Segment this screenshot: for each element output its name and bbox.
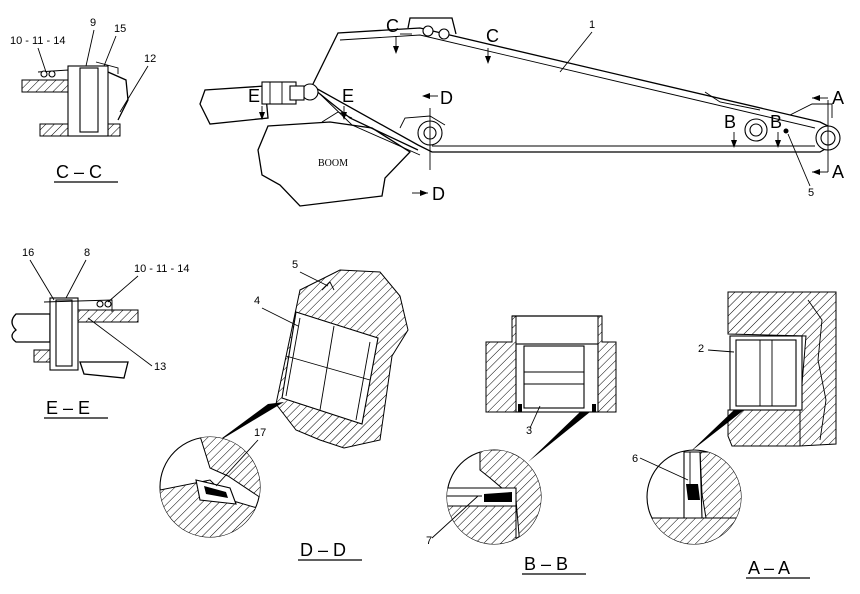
section-marker-a-top: A [832,88,844,108]
section-marker-b-left: B [724,112,736,132]
callout-12: 12 [144,53,156,65]
callout-13: 13 [154,361,166,373]
callout-17: 17 [254,427,266,439]
section-marker-d-bottom: D [432,184,445,204]
section-ee-title: E – E [46,398,90,418]
section-cc-title: C – C [56,162,102,182]
callout-9: 9 [90,17,96,29]
section-dd: 17 4 5 D – D [159,259,409,561]
callout-4: 4 [254,295,260,307]
section-marker-d-top: D [440,88,453,108]
section-marker-c-left: C [386,16,399,36]
callout-2: 2 [698,343,704,355]
section-marker-e-right: E [342,86,354,106]
callout-10-11-14-ee: 10 - 11 - 14 [134,263,189,275]
callout-8: 8 [84,247,90,259]
callout-6: 6 [632,453,638,465]
callout-7: 7 [426,535,432,547]
section-cc: 10 - 11 - 14 9 15 12 C – C [10,17,156,183]
section-bb-title: B – B [524,554,568,574]
callout-15: 15 [114,23,126,35]
arm-main-view: BOOM C C E E D D B B A [199,16,844,207]
section-bb: 7 3 B – B [426,315,617,575]
section-aa-title: A – A [748,558,790,578]
section-marker-e-left: E [248,86,260,106]
callout-3: 3 [526,425,532,437]
section-ee: 16 8 10 - 11 - 14 13 E – E [11,247,189,419]
boom-label: BOOM [318,158,348,169]
callout-1: 1 [589,19,595,31]
section-marker-b-right: B [770,112,782,132]
section-dd-title: D – D [300,540,346,560]
section-aa: 6 2 A – A [632,291,837,579]
callout-16: 16 [22,247,34,259]
section-marker-c-right: C [486,26,499,46]
callout-5-dd: 5 [292,259,298,271]
section-marker-a-bottom: A [832,162,844,182]
callout-5-main: 5 [808,187,814,199]
callout-10-11-14-cc: 10 - 11 - 14 [10,35,65,47]
